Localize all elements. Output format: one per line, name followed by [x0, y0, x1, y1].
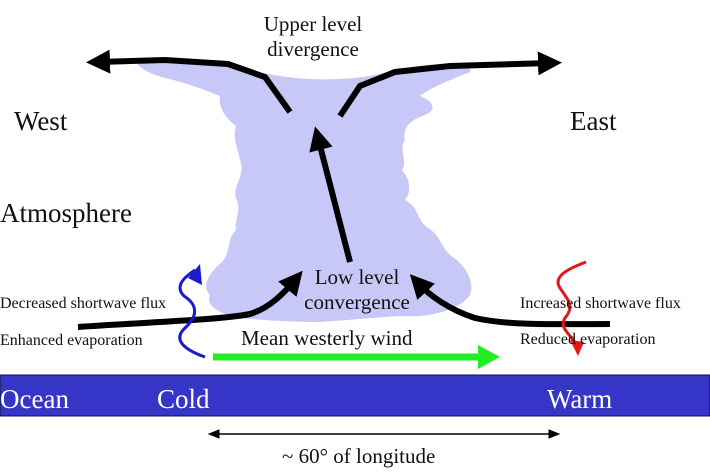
west-flux-label: Decreased shortwave flux — [0, 295, 167, 312]
west-evap-label: Enhanced evaporation — [0, 332, 143, 349]
low-level-line1: Low level — [314, 265, 400, 289]
upper-east-arrow — [337, 51, 562, 118]
west-label: West — [14, 106, 68, 136]
upper-level-label: Upper level divergence — [238, 12, 388, 62]
east-inflow-arrow — [409, 274, 611, 328]
upper-level-line2: divergence — [267, 37, 359, 62]
wind-arrowhead — [478, 345, 500, 369]
east-label: East — [570, 106, 617, 136]
atmosphere-label: Atmosphere — [0, 198, 132, 228]
upper-west-arrow — [86, 49, 293, 114]
scale-label: ~ 60° of longitude — [282, 444, 436, 468]
west-inflow-arrow — [77, 270, 303, 330]
ocean-bar — [0, 374, 710, 417]
warm-flux-arrow — [556, 260, 587, 346]
convective-cloud — [135, 58, 472, 323]
cold-flux-arrowhead — [188, 264, 202, 285]
cold-label: Cold — [157, 384, 210, 414]
wind-label: Mean westerly wind — [241, 326, 413, 350]
warm-flux-arrowhead — [570, 340, 584, 356]
ocean-label: Ocean — [0, 384, 69, 414]
low-level-label: Low level convergence — [282, 265, 432, 315]
upper-level-line1: Upper level — [263, 12, 363, 36]
east-flux-label: Increased shortwave flux — [520, 295, 681, 312]
rising-air-arrow — [309, 126, 353, 263]
low-level-line2: convergence — [304, 290, 410, 315]
cold-flux-arrow — [178, 268, 206, 359]
warm-label: Warm — [547, 384, 613, 414]
east-evap-label: Reduced evaporation — [520, 331, 656, 348]
